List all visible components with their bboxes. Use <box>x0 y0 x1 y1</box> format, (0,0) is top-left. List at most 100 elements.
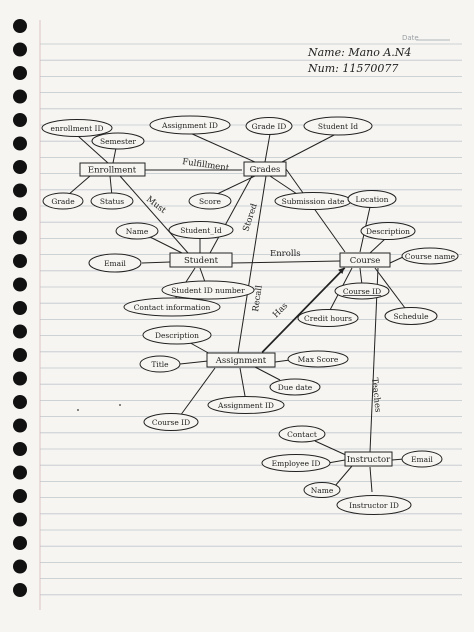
attr-email-instructor-label: Email <box>411 455 433 464</box>
attr-location: Location <box>347 190 397 208</box>
attr-course-id: Course ID <box>334 282 390 300</box>
attr-course-id-assignment-label: Course ID <box>152 418 190 427</box>
attr-grade-id: Grade ID <box>245 117 293 135</box>
spiral-hole <box>13 207 27 221</box>
spiral-hole <box>13 136 27 151</box>
attr-enrollment-id: enrollment ID <box>41 119 113 137</box>
attr-email-student-label: Email <box>104 259 126 268</box>
spiral-hole <box>13 418 27 433</box>
spiral-hole <box>13 489 27 503</box>
attr-title-label: Title <box>151 360 169 369</box>
attr-name-instructor-label: Name <box>311 486 334 495</box>
attr-employee-id-label: Employee ID <box>272 459 321 468</box>
spiral-hole <box>13 183 27 198</box>
entity-student-label: Student <box>184 256 219 266</box>
attr-course-name-label: Course name <box>405 252 456 261</box>
relationship-must: Must <box>144 194 168 216</box>
attr-name-instructor: Name <box>303 482 341 498</box>
spiral-hole <box>13 42 27 57</box>
attr-credit-hours: Credit hours <box>297 309 359 327</box>
entity-grades-label: Grades <box>250 165 281 175</box>
spiral-hole <box>13 89 27 104</box>
entity-assignment-label: Assignment <box>215 356 267 366</box>
attr-grade-label: Grade <box>51 197 75 206</box>
attr-student-id-top-label: Student Id <box>318 122 358 131</box>
attr-description-assignment-label: Description <box>155 331 199 340</box>
attr-assignment-id-top: Assignment ID <box>149 115 231 135</box>
attr-email-instructor: Email <box>401 450 443 468</box>
connectors <box>67 132 406 493</box>
attr-due-date-label: Due date <box>278 383 313 392</box>
attr-status-label: Status <box>100 197 124 206</box>
spiral-hole <box>13 536 27 550</box>
relationship-stored: Stored <box>241 202 260 233</box>
attr-score-label: Score <box>199 197 221 206</box>
attr-location-label: Location <box>356 195 389 204</box>
attr-enrollment-id-label: enrollment ID <box>51 124 104 133</box>
attr-student-id: Student_Id <box>168 221 234 239</box>
spiral-hole <box>13 160 27 174</box>
spiral-hole <box>13 512 27 527</box>
spiral-hole <box>13 442 27 456</box>
attr-schedule: Schedule <box>384 307 438 325</box>
attr-submission-date: Submission date <box>274 192 352 210</box>
spiral-hole <box>13 371 27 386</box>
attr-name-label: Name <box>126 227 149 236</box>
attr-instructor-id-label: Instructor ID <box>349 501 399 510</box>
attr-schedule-label: Schedule <box>393 312 429 321</box>
entity-course: Course <box>339 252 391 268</box>
relationship-has: Has <box>271 301 290 320</box>
attr-name: Name <box>115 222 159 240</box>
spiral-binding <box>13 19 27 597</box>
attr-assignment-id: Assignment ID <box>207 396 285 414</box>
date-label: Date <box>402 34 419 42</box>
spiral-hole <box>13 324 27 339</box>
entity-instructor-label: Instructor <box>347 455 391 465</box>
attr-course-id-label: Course ID <box>343 287 381 296</box>
attr-due-date: Due date <box>269 378 321 396</box>
attr-description-assignment: Description <box>142 325 212 345</box>
attr-semester-label: Semester <box>100 137 136 146</box>
entity-assignment: Assignment <box>206 352 276 368</box>
attr-student-id-label: Student_Id <box>180 226 222 235</box>
attr-max-score: Max Score <box>287 350 349 368</box>
attr-description-course-label: Description <box>366 227 410 236</box>
spiral-hole <box>13 66 27 80</box>
attr-contact: Contact <box>278 425 326 443</box>
spiral-hole <box>13 254 27 268</box>
attr-submission-date-label: Submission date <box>282 197 345 206</box>
attr-student-id-number-label: Student ID number <box>171 286 245 295</box>
relationship-enrolls: Enrolls <box>270 249 301 259</box>
attr-description-course: Description <box>360 222 416 240</box>
spiral-hole <box>13 583 27 597</box>
spiral-hole <box>13 348 27 362</box>
spiral-hole <box>13 230 27 245</box>
attr-student-id-top: Student Id <box>303 116 373 136</box>
relationship-teaches: Teaches <box>369 377 383 413</box>
attr-score: Score <box>188 192 232 210</box>
attr-status: Status <box>90 192 134 210</box>
attr-contact-information: Contact information <box>123 297 221 317</box>
relationship-fulfillment: Fulfillment <box>182 157 231 174</box>
entity-course-label: Course <box>350 256 381 266</box>
attr-course-id-assignment: Course ID <box>143 413 199 431</box>
attr-instructor-id: Instructor ID <box>336 495 412 515</box>
attr-assignment-id-top-label: Assignment ID <box>161 121 218 130</box>
spiral-hole <box>13 395 27 409</box>
attr-contact-label: Contact <box>287 430 317 439</box>
attr-grade-id-label: Grade ID <box>252 122 287 131</box>
attr-max-score-label: Max Score <box>298 355 339 364</box>
spiral-hole <box>13 301 27 315</box>
entity-student: Student <box>169 252 233 268</box>
relationship-recall: Recall <box>251 284 265 312</box>
entity-instructor: Instructor <box>344 451 393 467</box>
number-line: Num: 11570077 <box>307 62 398 75</box>
entity-grades: Grades <box>243 161 287 177</box>
attr-email-student: Email <box>88 253 142 273</box>
spiral-hole <box>13 465 27 480</box>
attr-grade: Grade <box>42 192 84 210</box>
entity-enrollment: Enrollment <box>79 162 146 177</box>
name-line: Name: Mano A.N4 <box>307 46 411 59</box>
